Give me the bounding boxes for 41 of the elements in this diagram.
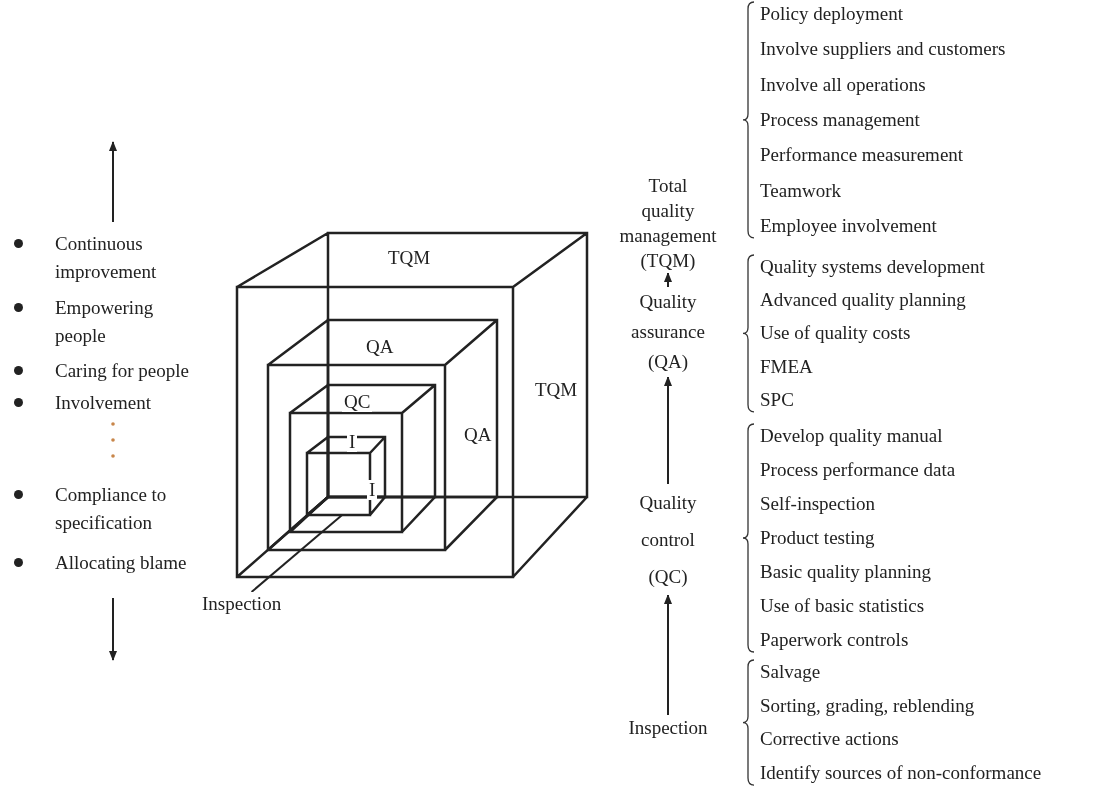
callout-label: Inspection <box>200 592 284 616</box>
list-item: Product testing <box>760 526 875 550</box>
arrow <box>664 376 672 485</box>
list-item: Process management <box>760 107 920 132</box>
list-item: Use of quality costs <box>760 321 911 346</box>
list-item: Process performance data <box>760 458 956 482</box>
list-item: Quality systems development <box>760 255 985 279</box>
list-item: Use of basic statistics <box>760 594 925 618</box>
bullet-text: Involvement <box>55 391 153 415</box>
bullet-text: Allocating blame <box>55 551 188 575</box>
list-item: Employee involvement <box>760 213 937 238</box>
list-item: Paperwork controls <box>760 628 909 652</box>
cube-label: I <box>367 480 378 500</box>
list-item: Teamwork <box>760 178 841 203</box>
list-item: SPC <box>760 387 794 412</box>
bullet-text: Continuous improvement <box>55 232 158 284</box>
list-item: Advanced quality planning <box>760 288 966 313</box>
bullet-text: Empowering people <box>55 296 155 348</box>
cube-label: QA <box>462 425 494 445</box>
list-item: Corrective actions <box>760 727 899 752</box>
list-item: Sorting, grading, reblending <box>760 693 975 718</box>
list-item: Self-inspection <box>760 492 876 516</box>
list-item: Performance measurement <box>760 143 964 168</box>
bullet-text: Compliance to specification <box>55 483 168 535</box>
cube-label: QC <box>342 392 373 412</box>
bullet-text: Caring for people <box>55 359 190 383</box>
list-item: FMEA <box>760 354 813 379</box>
list-item: Policy deployment <box>760 2 903 26</box>
list-item: Salvage <box>760 660 821 684</box>
arrow <box>664 594 672 716</box>
cube-label: TQM <box>533 380 580 400</box>
cube-label: TQM <box>386 248 433 268</box>
list-item: Identify sources of non-conformance <box>760 761 1042 786</box>
arrow <box>664 272 672 288</box>
list-item: Develop quality manual <box>760 424 943 448</box>
list-item: Involve all operations <box>760 72 926 97</box>
list-item: Involve suppliers and customers <box>760 37 1006 62</box>
list-item: Basic quality planning <box>760 560 931 584</box>
cube-label: QA <box>364 337 396 357</box>
cube-label: I <box>347 432 358 452</box>
leader-line <box>250 514 344 593</box>
